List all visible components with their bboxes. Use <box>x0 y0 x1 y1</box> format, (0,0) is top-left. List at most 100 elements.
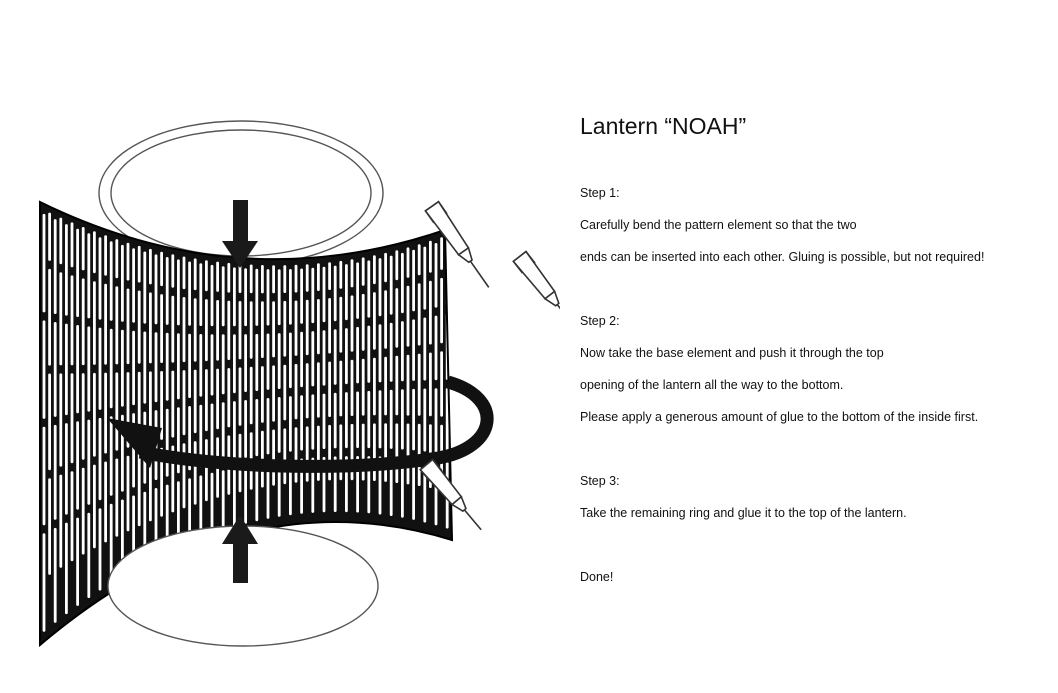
sheet-slot <box>121 499 124 577</box>
sheet-slot <box>121 244 124 322</box>
sheet-slot <box>272 429 275 486</box>
sheet-slot <box>378 390 382 449</box>
sheet-slot <box>109 503 113 584</box>
sheet-slot <box>193 369 197 434</box>
sheet-slot <box>339 360 343 417</box>
sheet-slot <box>104 283 107 365</box>
sheet-slot <box>70 222 74 268</box>
sheet-slot <box>199 263 203 326</box>
sheet-slot <box>361 358 365 416</box>
sheet-slot <box>221 402 225 463</box>
sheet-slot <box>367 390 371 449</box>
sheet-slot <box>429 352 432 417</box>
sheet-slot <box>249 264 253 294</box>
sheet-slot <box>126 242 130 281</box>
sheet-slot <box>53 527 57 623</box>
sheet-slot <box>244 465 247 524</box>
sheet-slot <box>350 259 354 288</box>
sheet-slot <box>98 237 102 320</box>
sheet-slot <box>193 298 197 362</box>
sheet-slot <box>255 333 259 391</box>
sheet-slot <box>93 231 96 274</box>
sheet-slot <box>261 265 264 294</box>
sheet-slot <box>412 458 415 520</box>
sheet-slot <box>305 426 309 482</box>
sheet-slot <box>445 387 449 455</box>
sheet-slot <box>373 423 376 481</box>
sheet-slot <box>266 269 270 326</box>
sheet-slot <box>401 457 404 518</box>
sheet-slot <box>289 332 292 389</box>
sheet-slot <box>59 474 63 568</box>
sheet-slot <box>339 260 343 289</box>
sheet-slot <box>70 373 74 464</box>
sheet-slot <box>412 249 415 312</box>
sheet-slot <box>328 361 331 417</box>
sheet-slot <box>143 331 147 404</box>
sheet-slot <box>199 475 203 539</box>
sheet-slot <box>373 357 376 416</box>
sheet-slot <box>59 373 63 467</box>
step-2-line-1: Now take the base element and push it th… <box>580 346 884 360</box>
sheet-slot <box>300 395 303 451</box>
sheet-slot <box>440 237 443 270</box>
sheet-slot <box>401 321 404 382</box>
sheet-slot <box>137 290 141 364</box>
sheet-slot <box>154 254 158 325</box>
sheet-slot <box>317 299 320 355</box>
sheet-slot <box>294 427 298 483</box>
sheet-slot <box>266 398 270 455</box>
sheet-slot <box>283 428 287 485</box>
sheet-slot <box>193 258 197 291</box>
sheet-slot <box>233 401 236 460</box>
sheet-slot <box>221 334 225 395</box>
sheet-slot <box>361 423 365 481</box>
sheet-slot <box>121 329 124 407</box>
sheet-slot <box>143 251 147 324</box>
sheet-slot <box>115 372 119 451</box>
sheet-slot <box>238 301 242 360</box>
sheet-slot <box>311 331 315 387</box>
sheet-slot <box>137 245 141 283</box>
sheet-slot <box>395 423 399 483</box>
sheet-slot <box>345 328 348 385</box>
sheet-slot <box>311 394 315 450</box>
sheet-slot <box>233 267 236 327</box>
sheet-slot <box>98 327 102 410</box>
sheet-slot <box>149 450 152 522</box>
sheet-slot <box>160 294 163 363</box>
sheet-slot <box>423 317 427 381</box>
sheet-slot <box>244 334 247 392</box>
sheet-slot <box>227 300 231 360</box>
sheet-slot <box>289 459 292 516</box>
sheet-slot <box>132 248 135 323</box>
sheet-slot <box>182 297 186 363</box>
sheet-slot <box>294 300 298 356</box>
sheet-slot <box>177 481 180 548</box>
sheet-slot <box>283 265 287 293</box>
sheet-slot <box>76 421 79 510</box>
sheet-slot <box>233 334 236 394</box>
sheet-slot <box>266 333 270 390</box>
sheet-slot <box>339 296 343 353</box>
sheet-slot <box>423 246 427 310</box>
sheet-slot <box>266 462 270 519</box>
sheet-slot <box>384 252 387 283</box>
sheet-slot <box>378 258 382 317</box>
sheet-slot <box>345 264 348 321</box>
sheet-slot <box>261 301 264 358</box>
sheet-slot <box>59 217 63 265</box>
sheet-slot <box>171 254 175 288</box>
sheet-slot <box>87 233 91 319</box>
sheet-slot <box>350 295 354 352</box>
sheet-slot <box>412 319 415 381</box>
sheet-slot <box>434 315 438 381</box>
sheet-slot <box>126 288 130 365</box>
sheet-slot <box>177 333 180 400</box>
sheet-slot <box>244 268 247 327</box>
sheet-slot <box>65 522 68 615</box>
sheet-slot <box>65 423 68 515</box>
sheet-slot <box>233 468 236 527</box>
sheet-slot <box>311 267 315 324</box>
sheet-slot <box>395 250 399 281</box>
